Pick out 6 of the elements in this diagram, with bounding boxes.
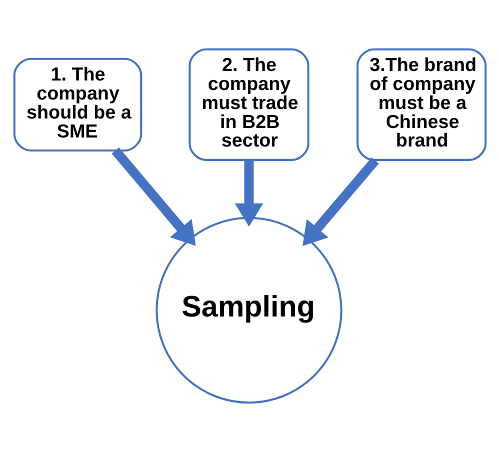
arrow xyxy=(302,157,378,246)
arrow xyxy=(111,148,196,246)
node-box: 1. The company should be a SME xyxy=(12,58,142,152)
arrow xyxy=(234,160,263,227)
node-box: 3.The brand of company must be a Chinese brand xyxy=(356,48,486,161)
node-box: 2. The company must trade in B2B sector xyxy=(188,48,309,161)
